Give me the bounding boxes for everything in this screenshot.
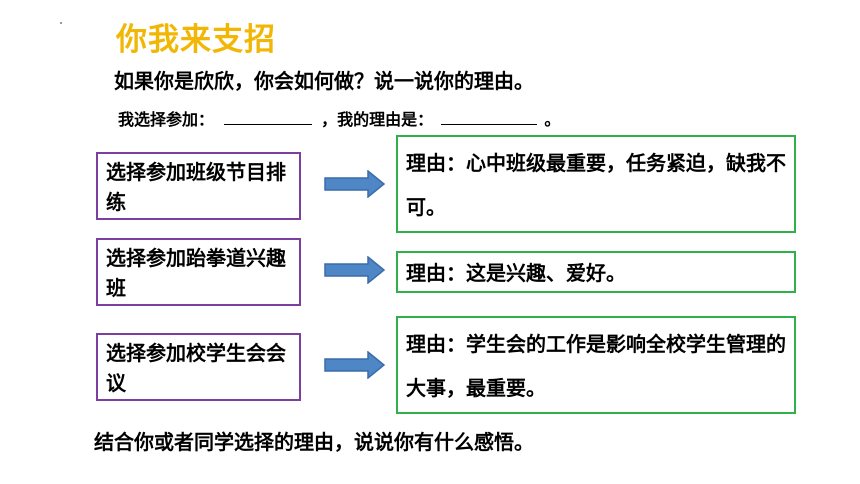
- prompt-part1: 我选择参加：: [118, 110, 215, 129]
- reason-box-student-union: 理由：学生会的工作是影响全校学生管理的大事，最重要。: [396, 316, 796, 414]
- prompt-part2: ，我的理由是：: [321, 110, 434, 129]
- choice-blank[interactable]: [223, 110, 312, 125]
- reason-blank[interactable]: [440, 110, 537, 125]
- prompt-part3: 。: [544, 110, 561, 129]
- decorative-dot: [60, 22, 62, 24]
- reflection-question: 结合你或者同学选择的理由，说说你有什么感悟。: [94, 430, 534, 454]
- choice-box-student-union: 选择参加校学生会会议: [96, 333, 301, 401]
- answer-prompt: 我选择参加： ，我的理由是： 。: [118, 106, 560, 130]
- right-arrow-icon: [324, 170, 386, 198]
- right-arrow-icon: [324, 351, 386, 379]
- page-title: 你我来支招: [116, 22, 276, 58]
- question-text: 如果你是欣欣，你会如何做？说一说你的理由。: [114, 69, 534, 93]
- right-arrow-icon: [324, 256, 386, 284]
- choice-box-class-rehearsal: 选择参加班级节目排练: [96, 152, 301, 220]
- reason-box-class-rehearsal: 理由：心中班级最重要，任务紧迫，缺我不可。: [396, 135, 796, 233]
- reason-box-taekwondo: 理由：这是兴趣、爱好。: [396, 251, 796, 293]
- choice-box-taekwondo: 选择参加跆拳道兴趣班: [96, 238, 301, 306]
